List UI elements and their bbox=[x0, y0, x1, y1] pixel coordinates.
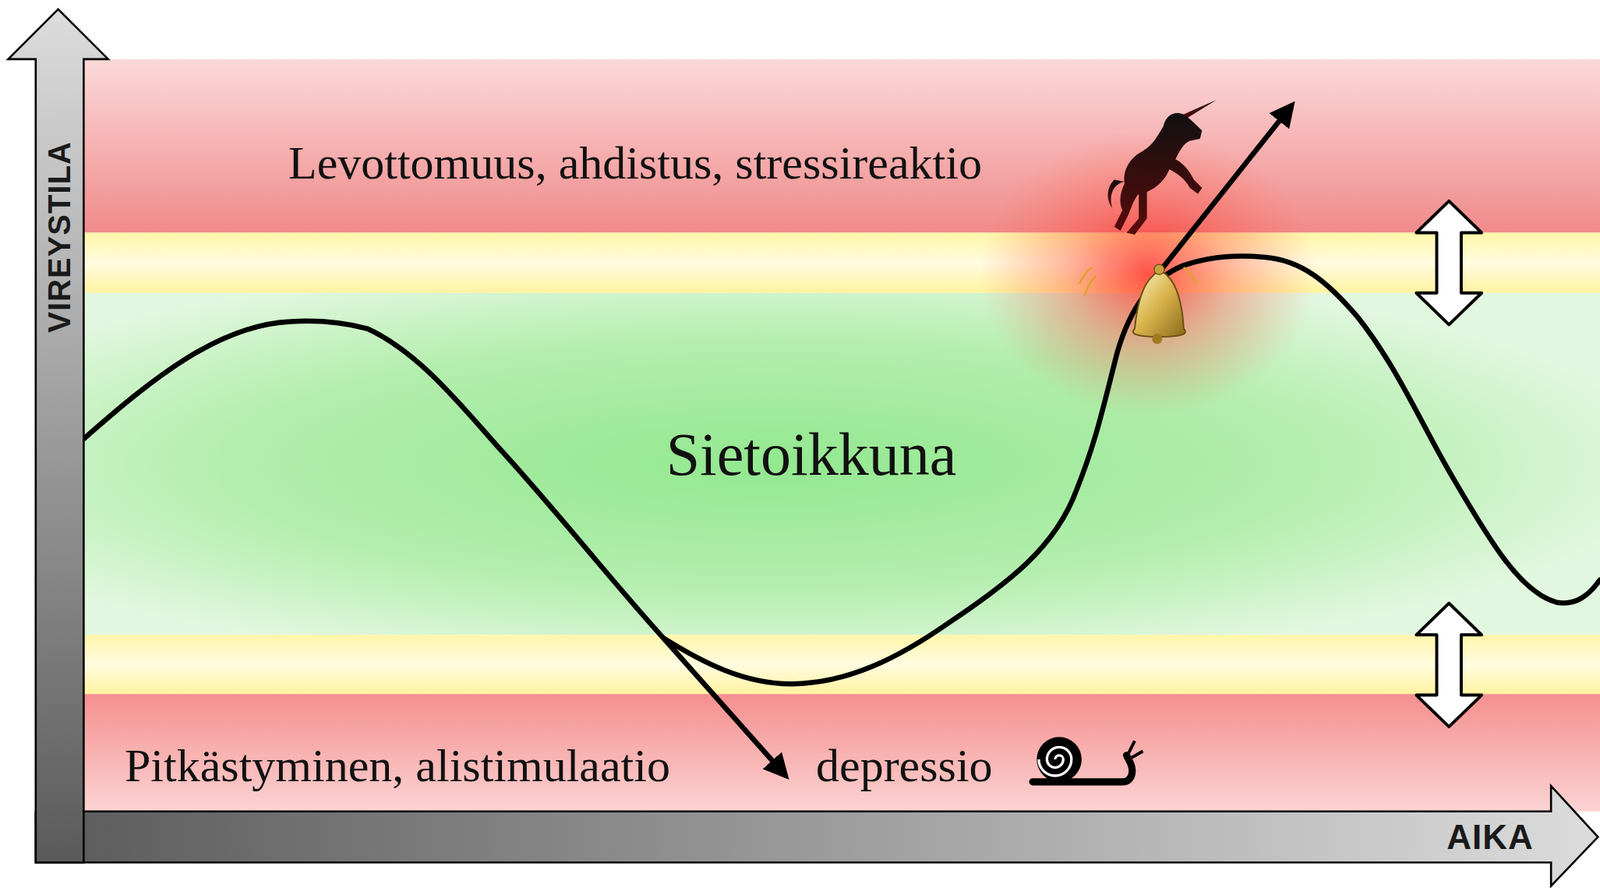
band-sublabel: depressio bbox=[815, 738, 993, 793]
understim-band bbox=[83, 693, 1600, 812]
arousal-axis bbox=[7, 9, 108, 862]
lower-edge-band bbox=[83, 634, 1600, 694]
arousal-curve bbox=[83, 256, 1600, 685]
bell-icon bbox=[1079, 264, 1196, 344]
adjust-arrow bbox=[1416, 201, 1482, 325]
band-label: Levottomuus, ahdistus, stressireaktio bbox=[288, 136, 982, 191]
unicorn-icon bbox=[1108, 99, 1217, 235]
upper-edge-band bbox=[83, 232, 1600, 293]
band-label: Sietoikkuna bbox=[666, 419, 958, 490]
adjust-arrow bbox=[1416, 603, 1482, 727]
tolerance-band bbox=[83, 293, 1600, 636]
time-axis bbox=[35, 785, 1599, 886]
axis-label: AIKA bbox=[1446, 819, 1534, 855]
stress-band: Levottomuus, ahdistus, stressireaktio bbox=[83, 59, 1600, 233]
understim-band: Pitkästyminen, alistimulaatio depressio bbox=[83, 693, 1600, 812]
hypo-arrow bbox=[663, 637, 786, 776]
axis-label: VIREYSTILA bbox=[43, 141, 75, 333]
band-label: Pitkästyminen, alistimulaatio bbox=[124, 738, 671, 793]
tolerance-band: Sietoikkuna bbox=[83, 293, 1600, 635]
stress-band bbox=[83, 59, 1600, 234]
snail-icon bbox=[1032, 736, 1143, 782]
